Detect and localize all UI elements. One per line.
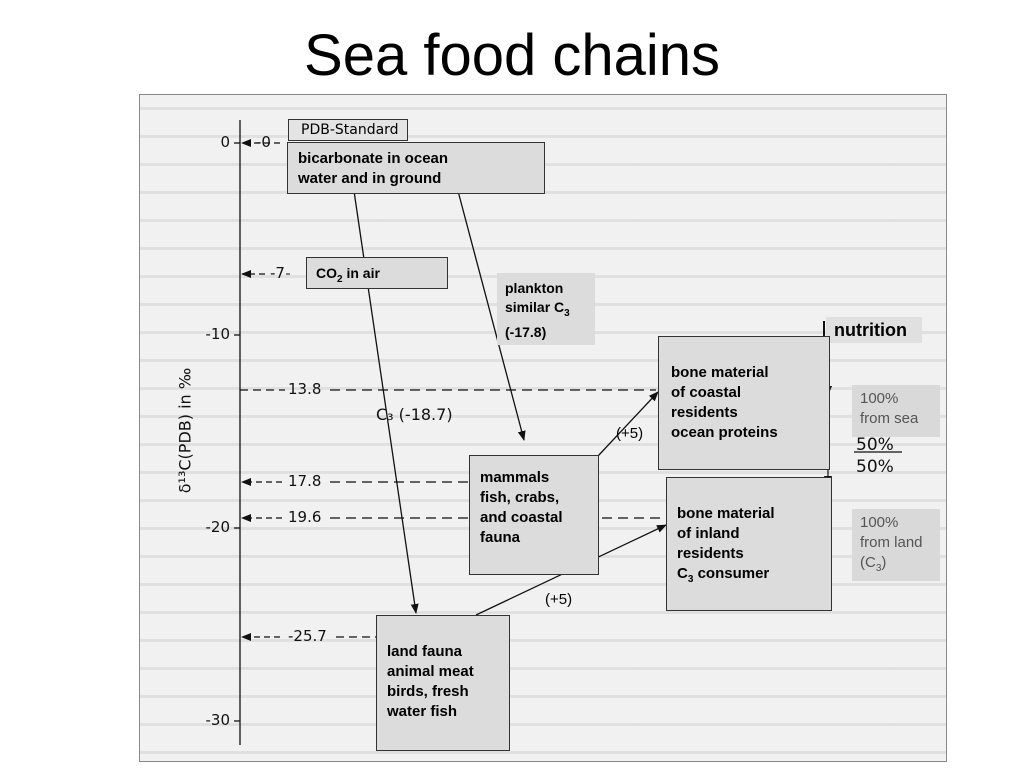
mammals-line-4: fauna	[480, 529, 521, 546]
inland-line-2: of inland	[677, 525, 740, 542]
isotope-diagram: 0 -10 -20 -30 -0 -7 13.8 17.8 19.6 -25.7…	[139, 94, 947, 762]
c3-path-label: C₃ (-18.7)	[376, 405, 453, 424]
share-bottom-percent: 50%	[856, 457, 894, 477]
share-land-line-3: (C3)	[860, 554, 887, 574]
share-top-percent: 50%	[856, 435, 894, 455]
inland-residents-box: bone material of inland residents C3 con…	[666, 477, 832, 611]
share-land-line-2: from land	[860, 534, 923, 551]
co2-text: CO	[316, 265, 337, 281]
marker-label-25-7: -25.7	[288, 627, 327, 645]
plankton-box: plankton similar C3 (-17.8)	[497, 273, 595, 345]
coastal-line-3: residents	[671, 404, 738, 421]
pdb-standard-label: PDB-Standard	[288, 119, 408, 141]
land-line-4: water fish	[387, 703, 458, 720]
share-sea-line-1: 100%	[860, 390, 899, 407]
marker-label-7: -7	[270, 264, 285, 282]
coastal-line-2: of coastal	[671, 384, 742, 401]
share-sea-line-2: from sea	[860, 410, 919, 427]
inland-line-1: bone material	[677, 505, 775, 522]
tick-label-0: 0	[220, 133, 230, 151]
slide-title: Sea food chains	[304, 23, 720, 88]
share-land-line-1: 100%	[860, 514, 899, 531]
shift-label-upper: (+5)	[616, 425, 644, 442]
nutrition-label: nutrition	[826, 317, 922, 343]
coastal-line-1: bone material	[671, 364, 769, 381]
co2-rest: in air	[342, 265, 380, 281]
marker-label-13-8: 13.8	[288, 380, 322, 398]
tick-label-20: -20	[205, 518, 231, 536]
arrow-bicarbonate-to-mammals	[457, 190, 526, 441]
tick-label-30: -30	[205, 711, 231, 729]
arrow-mammals-to-coastal	[597, 391, 659, 457]
co2-subscript: 2	[337, 273, 343, 285]
y-axis-label: δ¹³C(PDB) in ‰	[175, 367, 195, 494]
marker-label-0: -0	[256, 133, 271, 151]
land-fauna-box: land fauna animal meat birds, fresh wate…	[376, 615, 510, 751]
land-line-2: animal meat	[387, 663, 474, 680]
mammals-line-1: mammals	[480, 469, 550, 486]
arrow-c3-to-land	[353, 190, 419, 614]
plankton-line-3: (-17.8)	[505, 323, 547, 340]
shift-label-lower: (+5)	[545, 591, 573, 608]
co2-box: CO2 in air	[306, 257, 448, 289]
marker-label-17-8: 17.8	[288, 472, 322, 490]
coastal-residents-box: bone material of coastal residents ocean…	[658, 336, 830, 470]
share-box-sea: 100% from sea	[852, 385, 940, 437]
marker-label-19-6: 19.6	[288, 508, 322, 526]
plankton-line-1: plankton	[505, 280, 564, 296]
tick-label-10: -10	[205, 325, 231, 343]
plankton-line-2: similar C3	[505, 299, 570, 319]
mammals-line-3: and coastal	[480, 509, 563, 526]
share-box-land: 100% from land (C3)	[852, 509, 940, 581]
bicarbonate-line-2: water and in ground	[298, 170, 442, 187]
coastal-line-4: ocean proteins	[671, 424, 778, 441]
land-line-3: birds, fresh	[387, 683, 469, 700]
bicarbonate-line-1: bicarbonate in ocean	[298, 150, 449, 167]
bicarbonate-box: bicarbonate in ocean water and in ground	[287, 142, 545, 194]
inland-line-3: residents	[677, 545, 744, 562]
mammals-line-2: fish, crabs,	[480, 489, 560, 506]
mammals-box: mammals fish, crabs, and coastal fauna	[469, 455, 599, 575]
inland-line-4: C3 consumer	[677, 565, 770, 585]
land-line-1: land fauna	[387, 643, 463, 660]
